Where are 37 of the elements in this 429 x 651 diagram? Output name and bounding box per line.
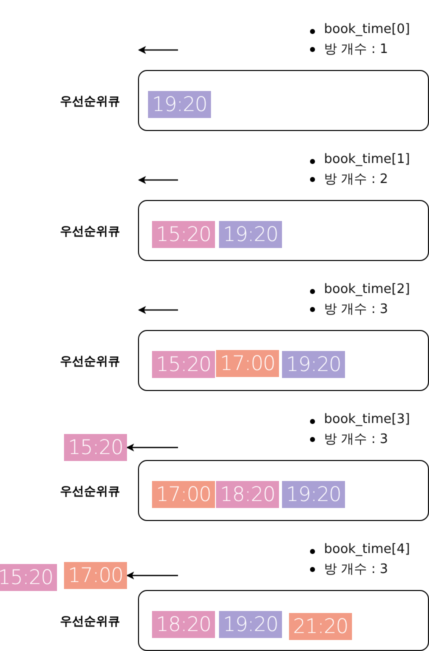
- time-chip: 17:00: [152, 481, 216, 508]
- queue-box: [138, 70, 429, 131]
- time-chip: 15:20: [64, 434, 128, 461]
- arrow: [126, 572, 178, 580]
- queue-box: [138, 590, 429, 651]
- queue-box: [138, 200, 429, 261]
- time-chip: 15:20: [152, 351, 216, 378]
- time-chip: 17:00: [64, 562, 128, 589]
- time-chip: 19:20: [282, 351, 346, 378]
- bullet-text: book_time[1]: [324, 152, 410, 167]
- time-chip: 19:20: [148, 91, 212, 118]
- queue-label: 우선순위큐: [60, 93, 120, 110]
- queue-label: 우선순위큐: [60, 483, 120, 500]
- queue-label: 우선순위큐: [60, 353, 120, 370]
- time-chip: 19:20: [219, 611, 282, 638]
- time-chip: 19:20: [282, 481, 346, 508]
- bullet-text: 방 개수 : 3: [324, 301, 388, 318]
- bullet-text: 방 개수 : 2: [324, 171, 388, 188]
- time-chip: 15:20: [0, 564, 58, 591]
- queue-box: [138, 460, 429, 521]
- bullet-text: 방 개수 : 3: [324, 561, 388, 578]
- time-chip: 19:20: [219, 221, 282, 248]
- time-chip: 18:20: [152, 611, 216, 638]
- bullet-text: book_time[2]: [324, 282, 410, 297]
- time-chip: 15:20: [152, 221, 216, 248]
- queue-label: 우선순위큐: [60, 223, 120, 240]
- queue-box: [138, 330, 429, 391]
- time-chip: 21:20: [289, 613, 352, 640]
- time-chip: 18:20: [216, 481, 280, 508]
- bullet-text: 방 개수 : 1: [324, 41, 388, 58]
- queue-label: 우선순위큐: [60, 613, 120, 630]
- time-chip: 17:00: [216, 350, 280, 377]
- arrow: [126, 444, 178, 452]
- bullet-text: book_time[4]: [324, 542, 410, 557]
- bullet-text: book_time[0]: [324, 22, 410, 37]
- bullet-text: 방 개수 : 3: [324, 431, 388, 448]
- bullet-text: book_time[3]: [324, 412, 410, 427]
